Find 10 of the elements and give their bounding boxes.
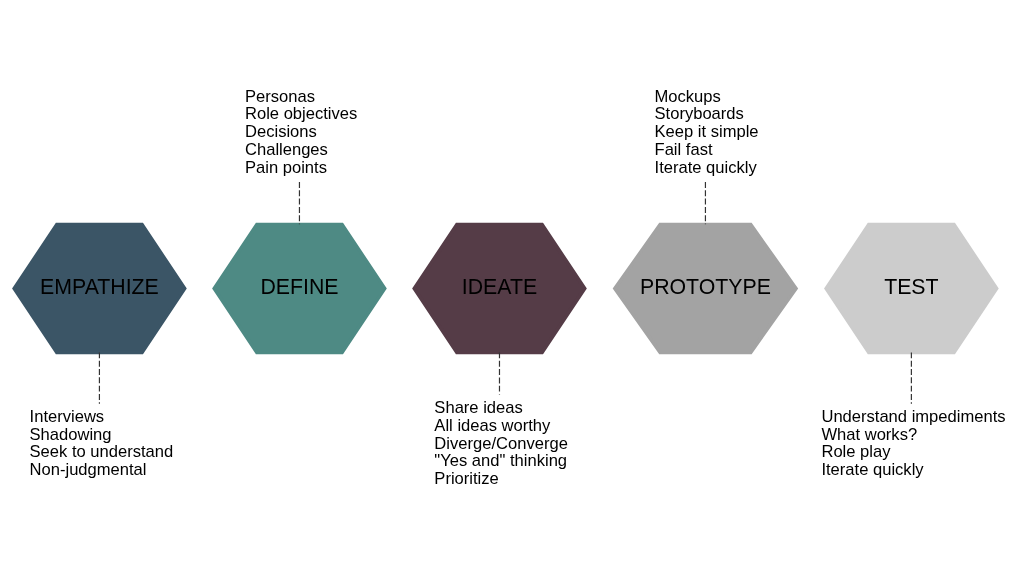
node-text: Understand impediments What works? Role play Iterate quickly [820, 406, 1006, 479]
node-text: Interviews Shadowing Seek to understand Non-judgmental [29, 406, 173, 479]
node-text: Share ideas All ideas worthy Diverge/Converge "Yes and" thinking Prioritize [433, 397, 568, 488]
connector [98, 351, 100, 404]
connector [910, 351, 912, 404]
node-text: Mockups Storyboards Keep it simple Fail fast Iterate quickly [654, 86, 759, 177]
connector [498, 351, 500, 395]
connector [704, 181, 706, 225]
node-text: Personas Role objectives Decisions Challenges Pain points [244, 86, 357, 177]
connector [298, 181, 300, 225]
